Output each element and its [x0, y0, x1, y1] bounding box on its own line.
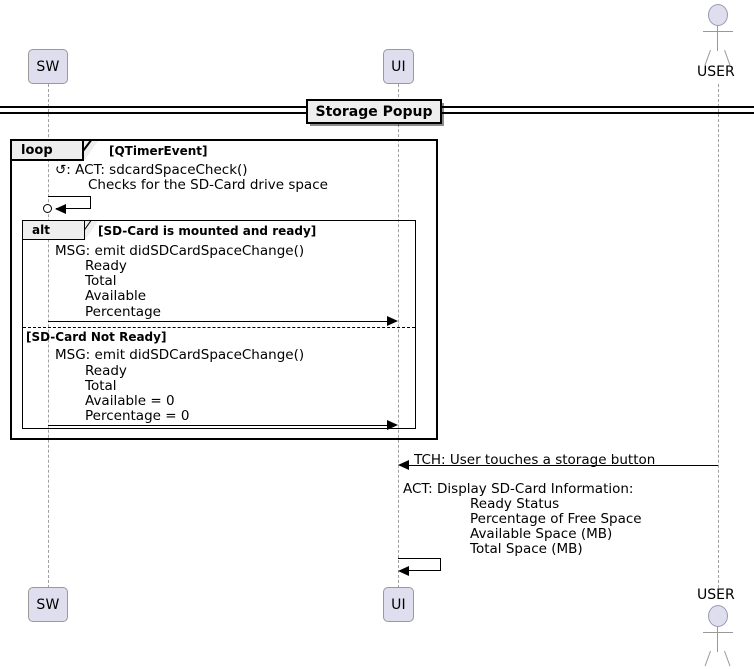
message-m3-line3: Total — [85, 378, 117, 394]
message-m3-line — [48, 425, 388, 426]
actor-body-top — [717, 26, 718, 51]
message-m4-arrowhead — [398, 460, 409, 470]
fragment-loop-operator: loop — [21, 142, 53, 158]
fragment-alt-tab-corner-edge — [85, 221, 99, 241]
actor-body-bottom — [717, 627, 718, 652]
message-m2-line — [48, 321, 388, 322]
fragment-loop-tab: loop — [12, 141, 84, 161]
actor-user-label-top: USER — [697, 64, 735, 80]
message-m5-line4: Available Space (MB) — [470, 526, 613, 542]
participant-sw-bottom[interactable]: SW — [28, 587, 68, 622]
message-m5-top-segment — [398, 558, 441, 559]
actor-leg-right-top — [724, 49, 731, 66]
actor-head-icon-top — [708, 4, 728, 26]
actor-leg-left-bottom — [704, 650, 711, 667]
lifeline-ui — [398, 84, 399, 588]
message-m1-bottom-segment — [56, 208, 91, 209]
message-m1-right-segment — [90, 196, 91, 209]
participant-sw-label-top: SW — [36, 58, 60, 75]
lifeline-user — [718, 84, 719, 588]
message-m1-arrowhead — [55, 204, 66, 214]
message-m1-line2: Checks for the SD-Card drive space — [88, 177, 328, 193]
participant-ui-label-top: UI — [391, 58, 406, 75]
participant-sw-top[interactable]: SW — [28, 49, 68, 84]
participant-ui-bottom[interactable]: UI — [383, 587, 414, 622]
message-m5-line3: Percentage of Free Space — [470, 511, 642, 527]
message-m5-line2: Ready Status — [470, 496, 560, 512]
actor-arms-bottom — [703, 632, 733, 633]
fragment-alt-separator — [23, 327, 415, 328]
actor-user-label-bottom: USER — [697, 587, 735, 603]
actor-leg-right-bottom — [724, 650, 731, 667]
message-m2-line1: MSG: emit didSDCardSpaceChange() — [55, 243, 305, 259]
fragment-alt-condition: [SD-Card is mounted and ready] — [98, 224, 317, 238]
message-m3-line5: Percentage = 0 — [85, 408, 190, 424]
message-m3-line4: Available = 0 — [85, 393, 175, 409]
actor-leg-left-top — [704, 49, 711, 66]
message-m1-circle-marker — [43, 204, 52, 213]
fragment-alt — [22, 220, 416, 429]
actor-head-icon-bottom — [708, 605, 728, 627]
divider-storage-popup: Storage Popup — [306, 99, 442, 124]
fragment-alt-tab-corner-icon — [85, 221, 98, 240]
fragment-alt-tab: alt — [23, 221, 85, 240]
message-m5-line5: Total Space (MB) — [470, 541, 583, 557]
fragment-loop — [10, 139, 438, 440]
message-m2-line3: Total — [85, 273, 117, 289]
message-m5-line1: ACT: Display SD-Card Information: — [403, 481, 634, 497]
message-m2-arrowhead — [387, 316, 398, 326]
participant-ui-label-bottom: UI — [391, 596, 406, 613]
message-m3-arrowhead — [387, 420, 398, 430]
participant-ui-top[interactable]: UI — [383, 49, 414, 84]
lifeline-sw — [48, 84, 49, 588]
message-m4-line1: TCH: User touches a storage button — [414, 452, 656, 468]
fragment-alt-else-condition: [SD-Card Not Ready] — [26, 330, 167, 344]
message-m5-right-segment — [440, 558, 441, 571]
fragment-loop-condition: [QTimerEvent] — [109, 144, 208, 158]
message-m2-line5: Percentage — [85, 304, 161, 320]
actor-arms-top — [703, 31, 733, 32]
participant-sw-label-bottom: SW — [36, 596, 60, 613]
message-m5-bottom-segment — [408, 570, 441, 571]
message-m4-line — [408, 465, 718, 466]
message-m1-top-segment — [48, 196, 91, 197]
message-m2-line4: Available — [85, 288, 147, 304]
fragment-alt-operator: alt — [32, 223, 50, 237]
message-m5-arrowhead — [398, 566, 409, 576]
message-m1-line1: ↺: ACT: sdcardSpaceCheck() — [55, 162, 248, 178]
message-m3-line2: Ready — [85, 363, 127, 379]
message-m2-line2: Ready — [85, 258, 127, 274]
fragment-loop-tab-corner-edge — [84, 141, 100, 162]
divider-label: Storage Popup — [315, 103, 433, 120]
message-m3-line1: MSG: emit didSDCardSpaceChange() — [55, 347, 305, 363]
